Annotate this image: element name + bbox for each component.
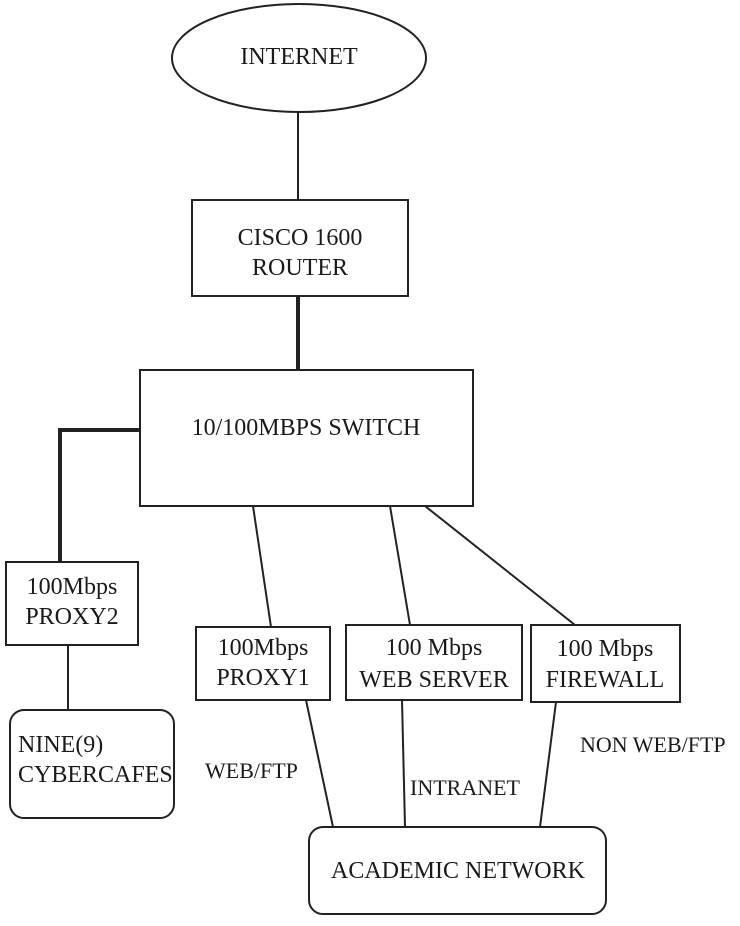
- node-web-server-label-line2: WEB SERVER: [359, 667, 508, 693]
- node-switch-label: 10/100MBPS SWITCH: [192, 415, 421, 441]
- node-proxy1: 100Mbps PROXY1: [195, 626, 331, 701]
- node-switch: 10/100MBPS SWITCH: [139, 369, 474, 507]
- edge-firewall-academic: [539, 701, 557, 828]
- edge-label-intranet: INTRANET: [410, 775, 521, 800]
- node-web-server-label-line1: 100 Mbps: [386, 635, 483, 661]
- node-academic-network: ACADEMIC NETWORK: [308, 826, 607, 915]
- edge-label-web-ftp: WEB/FTP: [205, 758, 298, 783]
- node-academic-network-label: ACADEMIC NETWORK: [331, 858, 586, 884]
- node-router-label-line1: CISCO 1600: [238, 225, 363, 251]
- node-firewall-label-line1: 100 Mbps: [557, 636, 654, 662]
- node-proxy2: 100Mbps PROXY2: [5, 561, 139, 646]
- node-proxy1-label-line1: 100Mbps: [218, 635, 309, 661]
- node-internet: INTERNET: [171, 3, 427, 113]
- edge-webserver-academic: [401, 699, 406, 828]
- edge-label-non-web-ftp: NON WEB/FTP: [580, 732, 726, 757]
- node-router: CISCO 1600 ROUTER: [191, 199, 409, 297]
- edge-switch-proxy2: [58, 428, 140, 562]
- node-cyber-cafes-label-line1: NINE(9): [18, 732, 103, 758]
- node-web-server: 100 Mbps WEB SERVER: [345, 624, 523, 701]
- node-cyber-cafes-label-line2: CYBERCAFES: [18, 762, 173, 788]
- node-internet-label: INTERNET: [240, 44, 358, 70]
- node-router-label-line2: ROUTER: [252, 255, 348, 281]
- node-proxy2-label-line1: 100Mbps: [27, 574, 118, 600]
- edge-proxy1-academic: [305, 699, 334, 828]
- node-cyber-cafes: NINE(9) CYBERCAFES: [9, 709, 175, 819]
- node-firewall: 100 Mbps FIREWALL: [530, 624, 681, 703]
- node-firewall-label-line2: FIREWALL: [546, 667, 665, 693]
- node-proxy1-label-line2: PROXY1: [216, 665, 309, 691]
- node-proxy2-label-line2: PROXY2: [25, 604, 118, 630]
- edge-switch-proxy1: [252, 505, 272, 628]
- edge-switch-firewall: [424, 505, 576, 626]
- edge-switch-webserver: [389, 505, 411, 626]
